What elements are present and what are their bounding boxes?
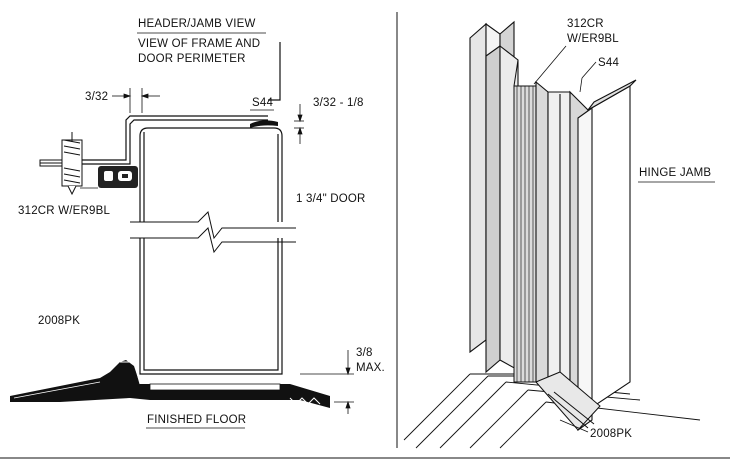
gap-dimension-left <box>112 88 160 113</box>
door-break <box>130 211 298 254</box>
frame-jamb-iso <box>469 20 519 374</box>
threshold <box>10 360 330 408</box>
seal-left-label: S44 <box>252 97 273 109</box>
gasket-312cr-left <box>98 166 138 188</box>
finished-floor-label: FINISHED FLOOR <box>147 414 246 426</box>
title-line-1: HEADER/JAMB VIEW <box>138 18 256 30</box>
bottom-sweep-iso <box>535 371 601 431</box>
gasket-right-label-1: 312CR <box>567 18 604 30</box>
seal-s44-left <box>250 120 278 128</box>
title-line-2: VIEW OF FRAME AND <box>138 38 260 50</box>
gasket-right-label-2: W/ER9BL <box>567 33 619 45</box>
door-leaf <box>139 127 283 375</box>
seal-right-label: S44 <box>598 57 619 69</box>
isometric-view: 312CR W/ER9BL S44 HINGE JAMB 2008PK <box>403 18 715 449</box>
sweep-left-label: 2008PK <box>38 315 80 327</box>
gasket-312cr-right <box>513 85 537 383</box>
door-edge-iso <box>535 80 571 401</box>
door-thickness-label: 1 3/4" DOOR <box>296 193 366 205</box>
sweep-right-label: 2008PK <box>590 428 632 440</box>
frame-right-iso <box>569 79 637 432</box>
undercut-dimension <box>300 350 354 414</box>
hinge-jamb-label: HINGE JAMB <box>639 167 711 179</box>
gap-dimension-right <box>294 104 304 144</box>
undercut-max-label: MAX. <box>356 362 385 374</box>
gap-left-label: 3/32 <box>85 91 108 103</box>
gasket-left-label: 312CR W/ER9BL <box>18 205 110 217</box>
frame-profile <box>71 115 268 165</box>
screw <box>39 132 83 196</box>
undercut-value-label: 3/8 <box>356 347 373 359</box>
gap-right-label: 3/32 - 1/8 <box>313 97 364 109</box>
section-view: HEADER/JAMB VIEW VIEW OF FRAME AND DOOR … <box>10 18 385 429</box>
title-line-3: DOOR PERIMETER <box>138 53 246 65</box>
